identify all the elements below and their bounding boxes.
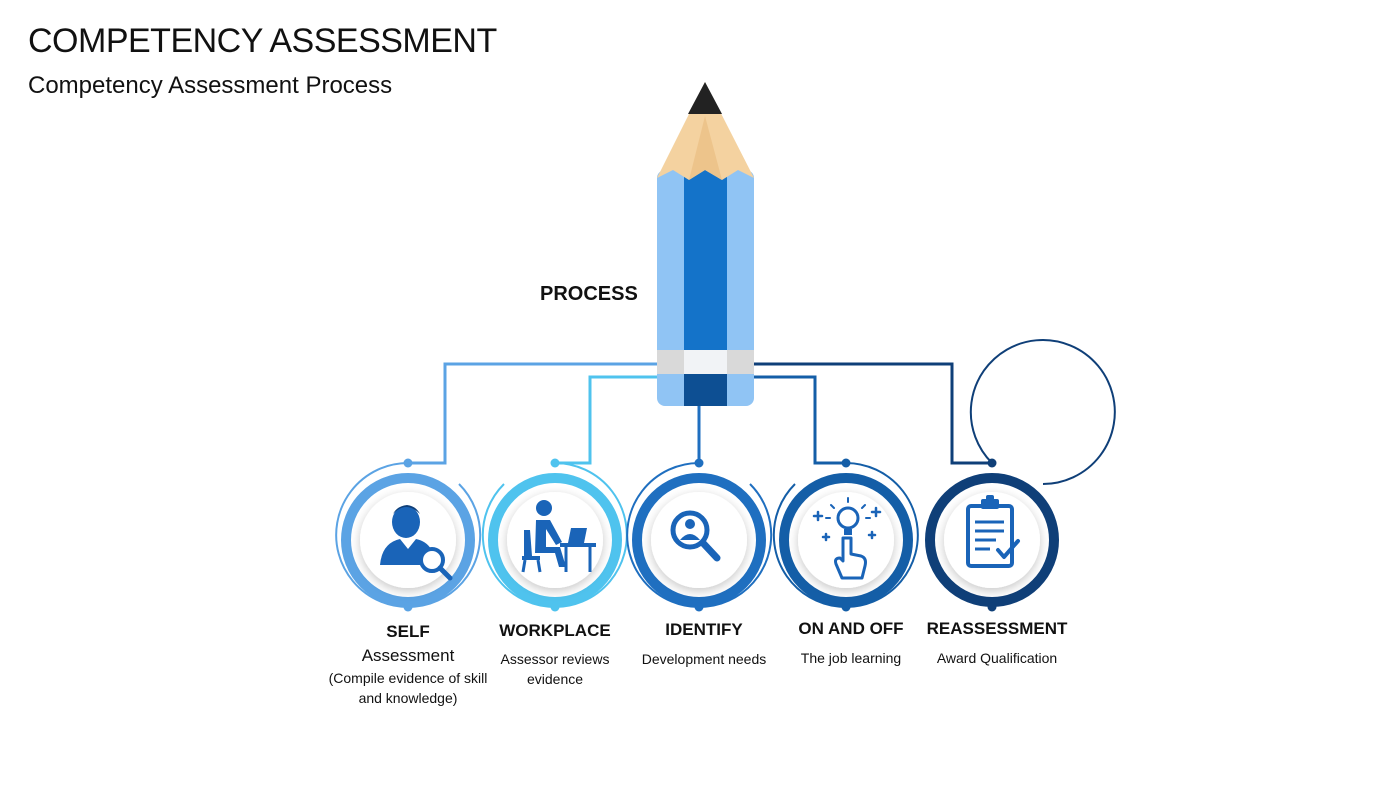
step-reassessment: REASSESSMENT Award Qualification xyxy=(907,619,1087,668)
clipboard-check-icon xyxy=(966,495,1020,568)
step-heading: REASSESSMENT xyxy=(926,619,1068,638)
pencil-icon xyxy=(657,82,754,406)
step-description: Award Qualification xyxy=(936,650,1058,666)
connector-onoff xyxy=(752,375,846,465)
connector-reassessment xyxy=(752,362,992,465)
page-subtitle: Competency Assessment Process xyxy=(28,72,393,99)
step-self: SELF Assessment (Compile evidence of ski… xyxy=(318,622,498,708)
connector-workplace xyxy=(555,375,658,465)
person-desk-icon xyxy=(521,500,596,573)
step-workplace: WORKPLACE Assessor reviews evidence xyxy=(465,621,645,689)
step-heading: IDENTIFY xyxy=(665,620,743,639)
magnifier-person-icon xyxy=(670,510,721,562)
connector-self xyxy=(408,362,658,465)
step-heading: SELF xyxy=(386,622,430,641)
step-heading: WORKPLACE xyxy=(499,621,611,640)
connectors xyxy=(408,362,992,465)
step-heading: ON AND OFF xyxy=(798,619,904,638)
person-search-icon xyxy=(380,505,453,581)
step-onoff: ON AND OFF The job learning xyxy=(761,619,941,668)
step-description: (Compile evidence of skill and knowledge… xyxy=(328,670,488,706)
step-circle-reassessment xyxy=(925,339,1116,612)
step-identify: IDENTIFY Development needs xyxy=(614,620,794,669)
step-description: Assessor reviews evidence xyxy=(500,651,610,687)
step-subheading: Assessment xyxy=(361,646,455,665)
process-label: PROCESS xyxy=(540,283,638,305)
page-title: COMPETENCY ASSESSMENT xyxy=(28,22,497,60)
step-description: The job learning xyxy=(800,650,902,666)
step-description: Development needs xyxy=(641,651,767,667)
idea-hand-icon xyxy=(812,497,882,580)
